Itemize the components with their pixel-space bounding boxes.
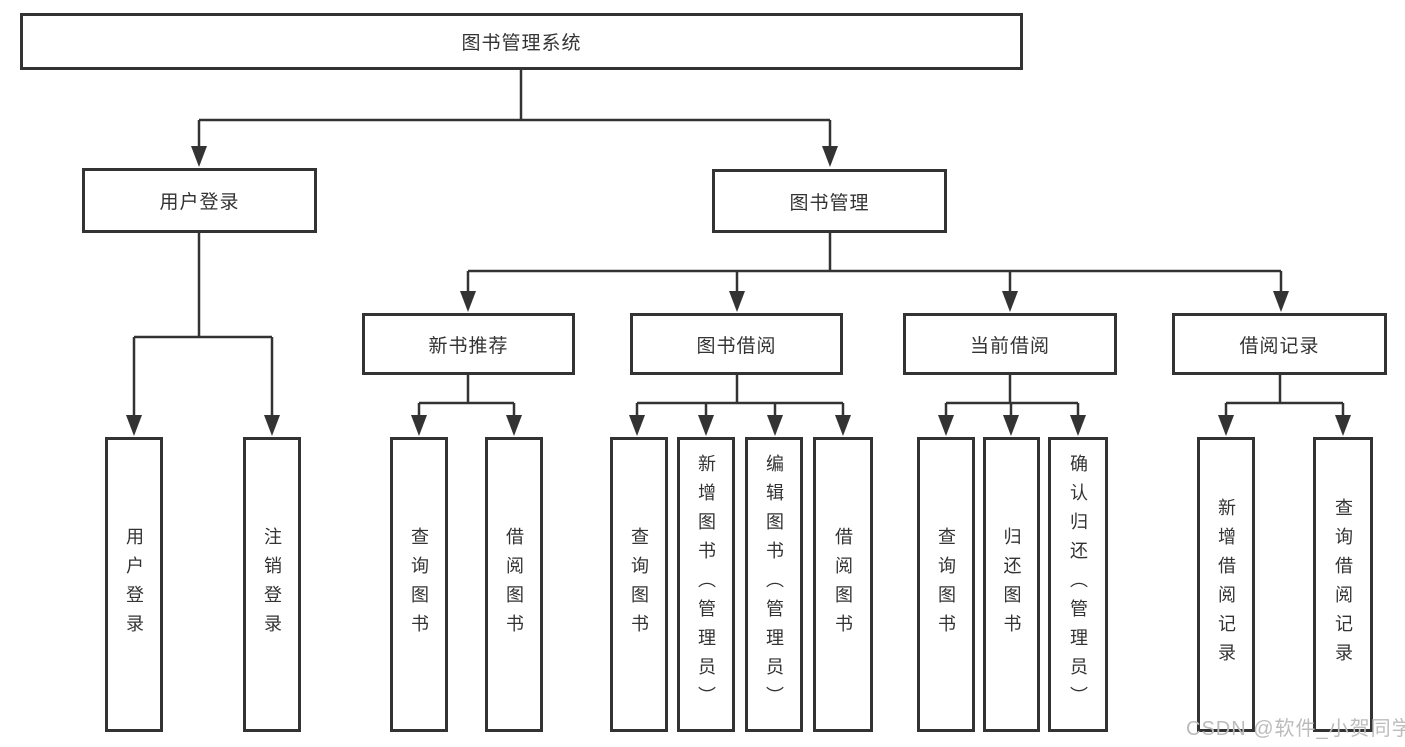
node-book-borrow: 图书借阅 [630,313,843,375]
leaf-borrow-books-recommend-label: 借阅图书 [504,526,524,643]
leaf-borrow-books-borrow: 借阅图书 [813,437,873,732]
node-book-management: 图书管理 [712,169,947,233]
leaf-user-login-label: 用户登录 [124,526,144,643]
leaf-query-books-current: 查询图书 [917,437,975,732]
leaf-logout: 注销登录 [243,437,301,732]
leaf-query-books-borrow-label: 查询图书 [629,526,649,643]
node-library-system: 图书管理系统 [20,13,1023,70]
watermark: CSDN @软件_小贺同学 [1186,718,1405,740]
leaf-confirm-return-admin-label: 确认归还（管理员） [1068,454,1088,715]
leaf-add-book-admin-label: 新增图书（管理员） [696,454,716,715]
node-new-book-recommend: 新书推荐 [362,313,575,375]
leaf-query-books-borrow: 查询图书 [610,437,668,732]
leaf-logout-label: 注销登录 [262,526,282,643]
leaf-query-books-recommend-label: 查询图书 [409,526,429,643]
node-user-login: 用户登录 [82,168,317,233]
leaf-return-book-label: 归还图书 [1001,526,1022,643]
leaf-edit-book-admin: 编辑图书（管理员） [745,437,803,732]
leaf-edit-book-admin-label: 编辑图书（管理员） [764,454,784,715]
leaf-query-books-current-label: 查询图书 [936,526,956,643]
leaf-borrow-books-recommend: 借阅图书 [485,437,543,732]
leaf-confirm-return-admin: 确认归还（管理员） [1048,437,1108,732]
leaf-add-borrow-record-label: 新增借阅记录 [1216,497,1236,672]
leaf-borrow-books-borrow-label: 借阅图书 [833,526,853,643]
leaf-query-books-recommend: 查询图书 [390,437,448,732]
leaf-user-login: 用户登录 [105,437,163,732]
leaf-add-borrow-record: 新增借阅记录 [1197,437,1255,732]
leaf-query-borrow-record-label: 查询借阅记录 [1333,497,1353,672]
leaf-add-book-admin: 新增图书（管理员） [677,437,735,732]
leaf-return-book: 归还图书 [983,437,1040,732]
node-current-borrow: 当前借阅 [903,313,1117,375]
node-borrow-records: 借阅记录 [1172,313,1387,375]
leaf-query-borrow-record: 查询借阅记录 [1313,437,1373,732]
